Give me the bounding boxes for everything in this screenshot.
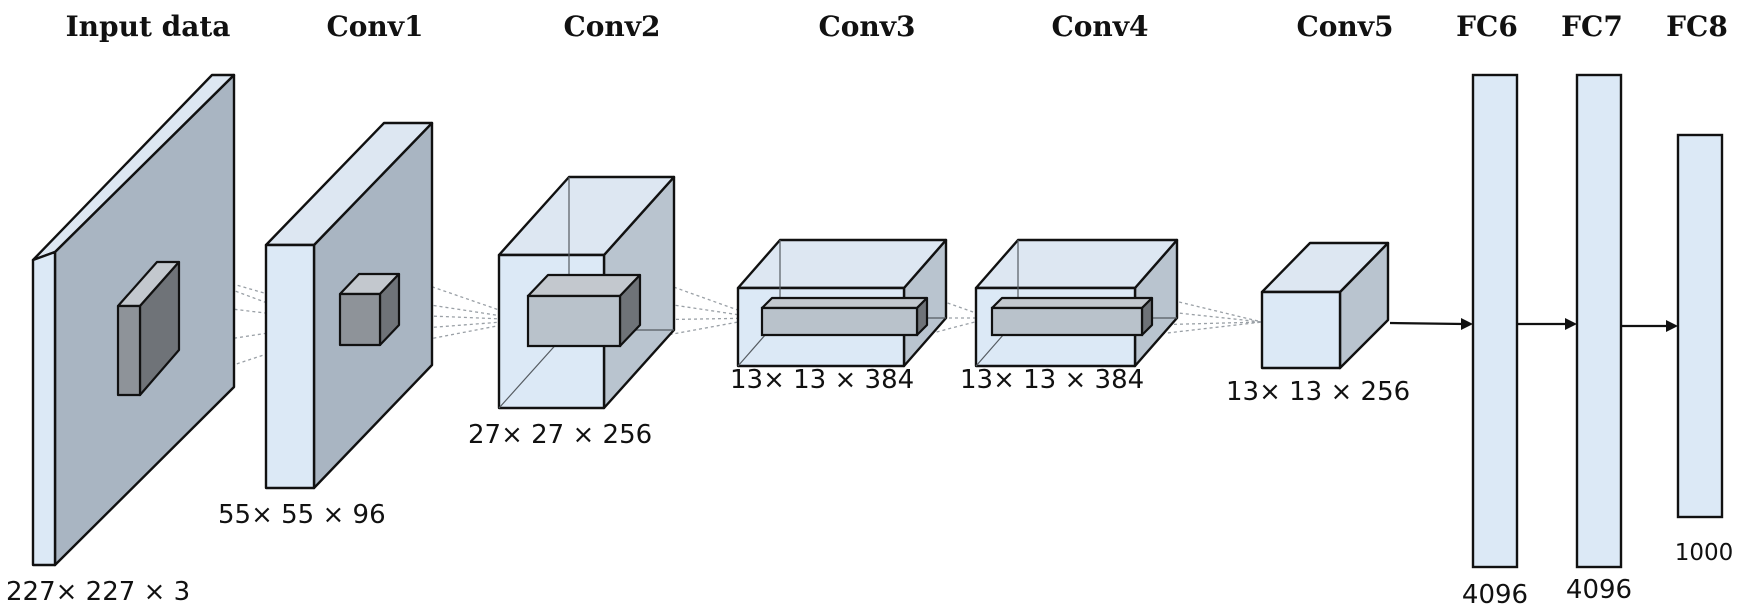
conv2-dims-label: 27× 27 × 256 — [468, 420, 652, 450]
input-kernel — [116, 260, 181, 397]
fc6-title: FC6 — [1456, 10, 1518, 43]
conv2-volume — [497, 175, 676, 410]
conv3-kernel — [760, 296, 929, 337]
conv1-volume — [264, 121, 434, 490]
conv1-title: Conv1 — [326, 10, 423, 43]
fc8-bar — [1676, 133, 1724, 519]
input-dims-label: 227× 227 × 3 — [6, 577, 190, 607]
conv5-volume — [1260, 241, 1390, 370]
conv2-kernel — [526, 273, 642, 348]
input-volume — [31, 73, 236, 567]
conv2-title: Conv2 — [563, 10, 660, 43]
fc8-title: FC8 — [1666, 10, 1728, 43]
conv4-dims-label: 13× 13 × 384 — [960, 365, 1144, 395]
fc6-bar — [1471, 73, 1519, 569]
conv3-title: Conv3 — [818, 10, 915, 43]
conv5-dims-label: 13× 13 × 256 — [1226, 377, 1410, 407]
conv3-dims-label: 13× 13 × 384 — [730, 365, 914, 395]
conv1-dims-label: 55× 55 × 96 — [218, 500, 386, 530]
conv5-to-fc6-arrow — [1389, 318, 1473, 330]
fc7-dims-label: 4096 — [1566, 575, 1632, 605]
fc7-bar — [1575, 73, 1623, 569]
conv5-title: Conv5 — [1296, 10, 1393, 43]
conv4-kernel — [990, 296, 1154, 337]
conv4-volume — [974, 238, 1179, 368]
conv3-volume — [736, 238, 948, 368]
fc7-to-fc8-arrow — [1621, 320, 1678, 332]
fc7-title: FC7 — [1561, 10, 1623, 43]
conv4-title: Conv4 — [1051, 10, 1148, 43]
fc6-dims-label: 4096 — [1462, 580, 1528, 610]
input-data-title: Input data — [66, 10, 231, 43]
fc8-dims-label: 1000 — [1675, 540, 1734, 566]
conv1-kernel — [338, 272, 401, 347]
fc6-to-fc7-arrow — [1517, 318, 1577, 330]
